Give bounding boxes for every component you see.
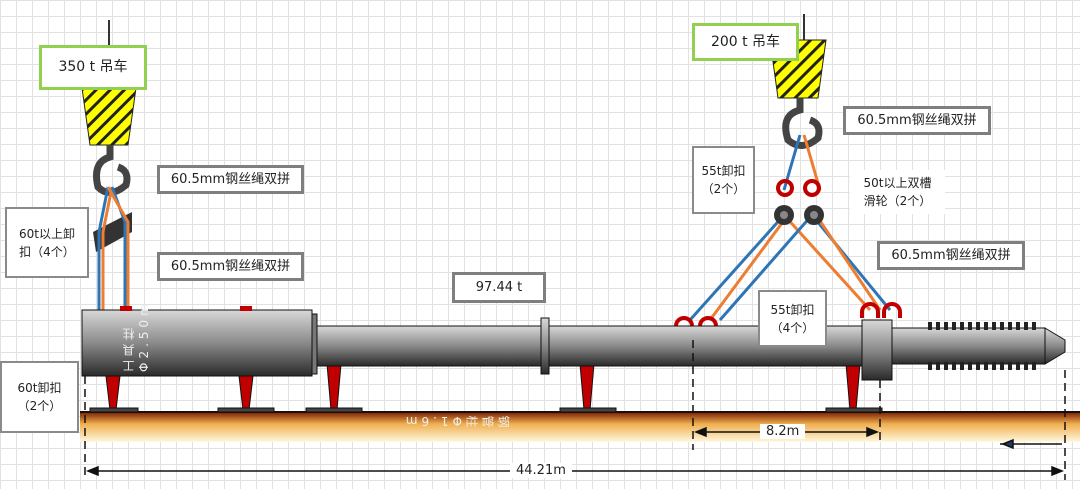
pipe-flange: [540, 317, 550, 375]
pipe-tooth: [1008, 362, 1012, 370]
pipe-tooth: [984, 322, 988, 330]
pipe-tooth: [1032, 322, 1036, 330]
pipe-tooth: [936, 362, 940, 370]
shackle-55t-4-label: 55t卸扣（4个）: [758, 290, 827, 347]
weight-label: 97.44 t: [452, 272, 546, 303]
pipe-tooth: [1016, 322, 1020, 330]
shackle-60t-4-label: 60t以上卸扣（4个）: [5, 207, 89, 278]
left-hook-icon: [93, 145, 131, 196]
pipe-tooth: [976, 362, 980, 370]
pipe-tooth: [928, 362, 932, 370]
left-hook-block: [81, 87, 137, 146]
pulley-label: 50t以上双槽滑轮（2个）: [850, 170, 945, 214]
pipe-tooth: [1016, 362, 1020, 370]
pipe-tooth: [1000, 362, 1004, 370]
pipe-tooth: [952, 362, 956, 370]
pipe-tooth: [1032, 362, 1036, 370]
ground: [80, 412, 1080, 442]
segment-dimension: 8.2m: [760, 424, 806, 439]
pipe-tooth: [1000, 322, 1004, 330]
crane-200t-label: 200 t 吊车: [692, 23, 799, 61]
rope-label: 60.5mm钢丝绳双拼: [157, 165, 304, 194]
pipe-teeth: [928, 322, 1036, 370]
shackle-55t-2-label: 55t卸扣（2个）: [692, 146, 755, 214]
pipe-tooth: [1024, 322, 1028, 330]
total-dimension: 44.21m: [510, 463, 572, 478]
steel-pipe-text: 钢管柱Φ1.6m: [401, 414, 510, 428]
pipe-tooth: [1024, 362, 1028, 370]
pipe-tooth: [952, 322, 956, 330]
pipe-end-section: [891, 327, 1046, 365]
pipe-tooth: [1008, 322, 1012, 330]
tool-column: [81, 309, 313, 377]
pipe-tooth: [960, 362, 964, 370]
pipe-tooth: [944, 362, 948, 370]
pipe-tooth: [960, 322, 964, 330]
rope-label: 60.5mm钢丝绳双拼: [843, 106, 991, 135]
pipe-tooth: [968, 322, 972, 330]
pipe-tooth: [968, 362, 972, 370]
pipe-tooth: [928, 322, 932, 330]
extension-lines: [84, 340, 1066, 480]
rope-label: 60.5mm钢丝绳双拼: [877, 241, 1025, 270]
pipe-tooth: [992, 362, 996, 370]
pipe-tooth: [992, 322, 996, 330]
tool-column-text: 工具柱Φ2.50m: [122, 300, 151, 372]
pulley-icon: [774, 205, 824, 225]
left-ropes: [97, 186, 130, 345]
pipe-tooth: [944, 322, 948, 330]
shackle-60t-2-label: 60t卸扣（2个）: [0, 361, 79, 433]
rope-label: 60.5mm钢丝绳双拼: [157, 252, 304, 281]
right-hook-icon: [782, 98, 823, 149]
pipe-tooth: [936, 322, 940, 330]
end-flange: [861, 319, 893, 381]
crane-350t-label: 350 t 吊车: [39, 45, 147, 90]
pipe-tooth: [976, 322, 980, 330]
pipe-tip: [1044, 327, 1066, 365]
right-ropes: [688, 134, 892, 322]
pipe-tooth: [984, 362, 988, 370]
